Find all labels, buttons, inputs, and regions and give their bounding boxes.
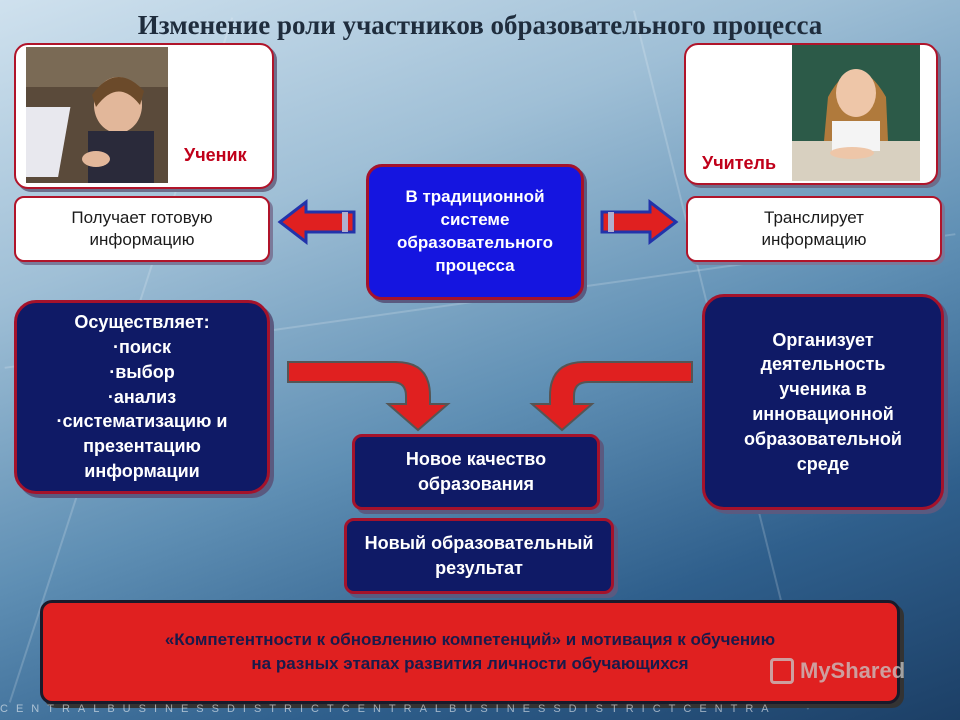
left-arrow-icon	[277, 198, 356, 246]
list-item: ·систематизацию и	[56, 411, 228, 432]
teacher-action-box: Транслирует информацию	[686, 196, 942, 262]
student-new-role-box: Осуществляет: ·поиск ·выбор ·анализ ·сис…	[14, 300, 270, 494]
teacher-card: Учитель	[684, 43, 938, 185]
traditional-system-box: В традиционной системе образовательного …	[366, 164, 584, 300]
student-card: Ученик	[14, 43, 274, 189]
list-item: ·поиск	[113, 336, 171, 357]
list-item: ·выбор	[109, 361, 175, 382]
curved-arrow-right-icon	[529, 361, 693, 432]
bottom-banner: «Компетентности к обновлению компетенций…	[40, 600, 900, 704]
teacher-photo	[792, 45, 920, 181]
bottom-line-1: «Компетентности к обновлению компетенций…	[164, 630, 776, 650]
curved-arrow-left-icon	[287, 361, 451, 432]
right-arrow-icon	[600, 198, 679, 246]
logo-icon	[770, 658, 794, 684]
slide-title: Изменение роли участников образовательно…	[137, 10, 823, 40]
new-quality-box: Новое качество образования	[352, 434, 600, 510]
list-item: информации	[84, 461, 200, 482]
teacher-new-role-box: Организует деятельность ученика в иннова…	[702, 294, 944, 510]
student-new-heading: Осуществляет:	[74, 312, 210, 333]
list-item: ·анализ	[107, 386, 177, 407]
bottom-line-2: на разных этапах развития личности обуча…	[251, 654, 689, 673]
teacher-label: Учитель	[702, 153, 777, 173]
student-photo	[26, 47, 168, 183]
list-item: презентацию	[83, 436, 201, 457]
student-label: Ученик	[184, 145, 247, 165]
student-action-box: Получает готовую информацию	[14, 196, 270, 262]
logo: MyShared	[770, 658, 905, 684]
logo-text: MyShared	[800, 658, 906, 683]
new-result-box: Новый образовательный результат	[344, 518, 614, 594]
watermark-text: CENTRALBUSINESSDISTRICTCENTRALBUSINESSDI…	[0, 703, 777, 715]
